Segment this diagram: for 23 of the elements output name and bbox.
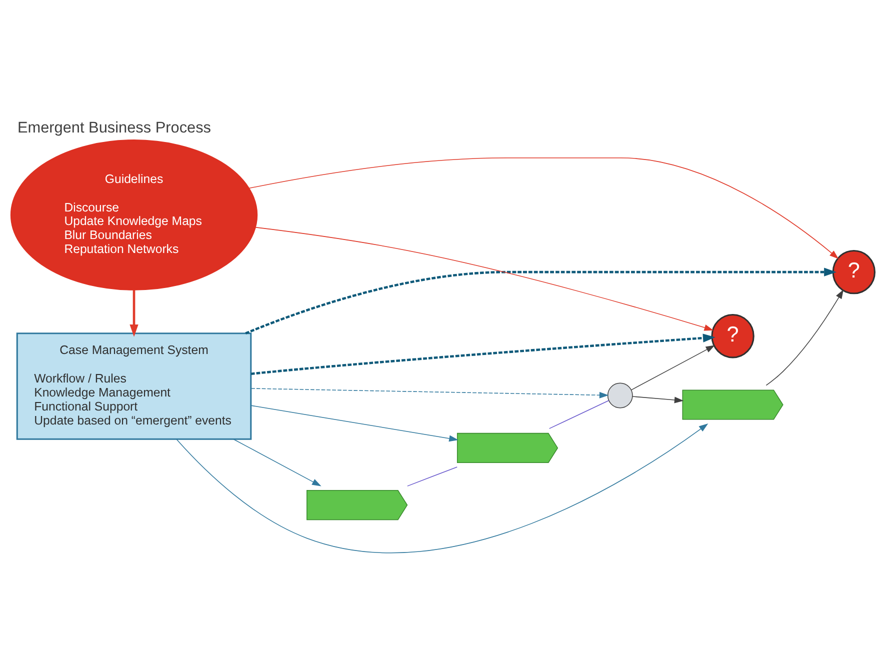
arrow xyxy=(250,333,716,374)
node-ellipse: Guidelines Discourse Update Knowledge Maps Blur Boundaries Reputation Networks xyxy=(10,139,258,290)
node-box xyxy=(682,389,784,420)
node-circle xyxy=(607,382,633,408)
connector xyxy=(407,466,458,486)
arrow xyxy=(254,226,714,330)
arrow xyxy=(248,157,839,259)
node-circle: ? xyxy=(711,314,754,358)
arrow xyxy=(176,422,708,553)
arrow xyxy=(766,288,844,386)
arrow xyxy=(233,438,322,486)
arrow xyxy=(250,404,458,442)
arrow xyxy=(630,344,716,390)
node-circle: ? xyxy=(832,249,876,294)
arrow xyxy=(632,396,684,403)
node-box xyxy=(456,432,558,462)
arrow xyxy=(250,388,609,398)
node-box: Case Management System Workflow / Rules Knowledge Management Functional Support Update based on “emergent” events xyxy=(16,332,252,440)
arrow xyxy=(130,289,138,336)
arrow xyxy=(245,267,836,334)
diagram-title: Emergent Business Process xyxy=(18,119,212,136)
node-box xyxy=(306,490,408,520)
connector xyxy=(548,400,610,428)
